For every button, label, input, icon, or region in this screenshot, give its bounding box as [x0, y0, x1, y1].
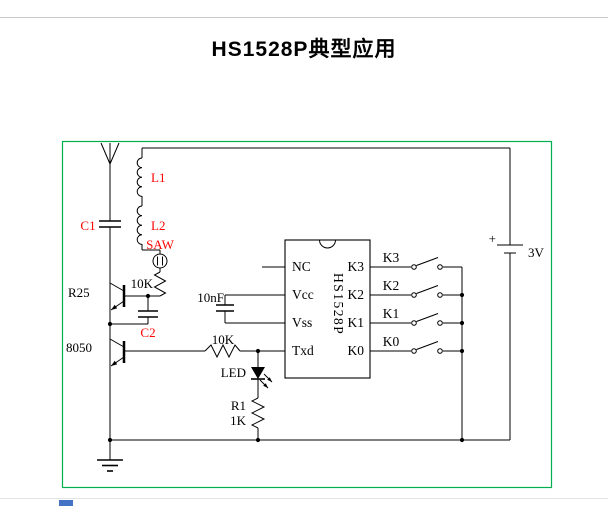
r-osc-label: 10K: [131, 276, 154, 291]
ic-pin-k2: K2: [348, 287, 365, 302]
capacitor-c2: C2: [138, 310, 158, 340]
resistor-10k-base: 10K: [204, 332, 241, 359]
ic-pin-vss: Vss: [292, 315, 312, 330]
switch-k0: K0: [383, 334, 443, 354]
schematic-border: [61, 140, 553, 489]
antenna-icon: [100, 142, 120, 165]
ic-pin-k1: K1: [348, 315, 365, 330]
battery-symbol: + 3V: [489, 231, 545, 260]
resistor-10k-osc: 10K: [131, 271, 167, 297]
ic-pin-nc: NC: [292, 259, 311, 274]
ic-name-label: HS1528P: [331, 273, 346, 335]
ground-icon: [97, 459, 123, 472]
c-dec-label: 10nF: [197, 290, 224, 305]
led-symbol: LED: [221, 365, 273, 389]
saw-resonator: SAW: [146, 237, 175, 269]
junction-dots: [107, 292, 465, 443]
r1-val-label: 1K: [230, 413, 247, 428]
switch-k2-label: K2: [383, 278, 400, 293]
wire-net: [109, 147, 511, 460]
l2-label: L2: [151, 218, 165, 233]
battery-voltage-label: 3V: [528, 245, 545, 260]
transistor-q2: 8050: [66, 338, 126, 367]
r1-ref-label: R1: [231, 398, 246, 413]
ic-pin-txd: Txd: [292, 343, 314, 358]
switch-k1-label: K1: [383, 306, 400, 321]
q1-label: R25: [68, 285, 90, 300]
r-base-label: 10K: [212, 332, 235, 347]
ic-hs1528p: NC Vcc Vss Txd K3 K2 K1 K0 HS1528P: [284, 239, 371, 379]
switch-k3-label: K3: [383, 250, 400, 265]
capacitor-c1: C1: [80, 218, 121, 233]
bottom-divider: [0, 498, 608, 499]
scrollbar-fragment[interactable]: [59, 500, 73, 506]
switch-k1: K1: [383, 306, 443, 326]
resistor-r1: R1 1K: [230, 397, 266, 429]
ic-pin-k0: K0: [348, 343, 365, 358]
q2-label: 8050: [66, 340, 92, 355]
transistor-q1: R25: [68, 282, 126, 311]
ic-pin-vcc: Vcc: [292, 287, 314, 302]
switch-k0-label: K0: [383, 334, 400, 349]
c2-label: C2: [140, 325, 155, 340]
capacitor-10nf: 10nF: [197, 290, 234, 312]
led-label: LED: [221, 365, 246, 380]
switch-k2: K2: [383, 278, 443, 298]
inductor-l1: L1: [136, 157, 165, 197]
inductor-l2: L2: [136, 205, 165, 245]
c1-label: C1: [80, 218, 95, 233]
top-divider: [0, 17, 608, 18]
saw-label: SAW: [146, 237, 175, 252]
switch-k3: K3: [383, 250, 443, 270]
l1-label: L1: [151, 170, 165, 185]
ic-pin-k3: K3: [348, 259, 365, 274]
page-title: HS1528P典型应用: [211, 38, 397, 61]
battery-plus-label: +: [489, 231, 496, 246]
